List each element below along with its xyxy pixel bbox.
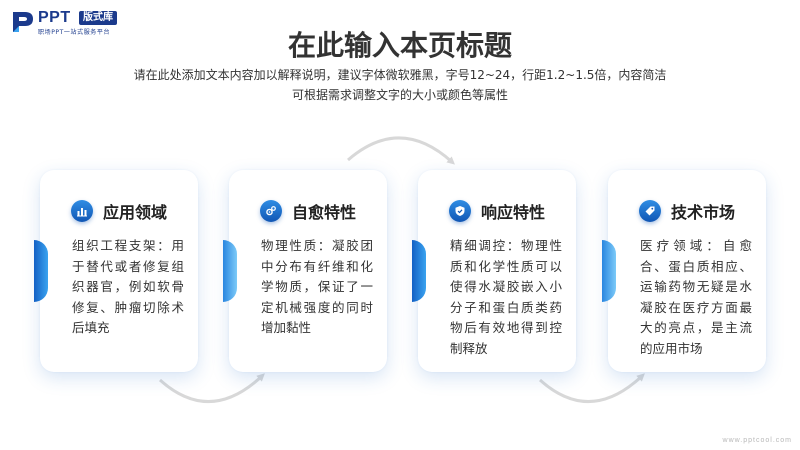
card-title: 响应特性	[480, 203, 545, 222]
card-side-tab	[34, 240, 48, 302]
card-body: 物理性质：凝胶团中分布有纤维和化学物质，保证了一定机械强度的同时增加黏性	[261, 238, 373, 335]
brand-name: PPT	[38, 9, 71, 26]
tag-icon	[638, 200, 661, 222]
card-application: 应用领域 组织工程支架：用于替代或者修复组织器官，例如软骨修复、肿瘤切除术后填充	[40, 170, 198, 372]
card-side-tab	[223, 240, 237, 302]
footer-url: www.pptcool.com	[722, 437, 792, 444]
card-body: 精细调控：物理性质和化学性质可以使得水凝胶嵌入小分子和蛋白质类药物后有效地得到控…	[450, 238, 562, 356]
card-header: 响应特性	[418, 198, 576, 224]
card-market: 技术市场 医疗领域：自愈合、蛋白质相应、运输药物无疑是水凝胶在医疗方面最大的亮点…	[608, 170, 766, 372]
bar-chart-icon	[70, 200, 93, 222]
card-title: 技术市场	[670, 203, 735, 222]
card-body: 医疗领域：自愈合、蛋白质相应、运输药物无疑是水凝胶在医疗方面最大的亮点，是主流的…	[640, 238, 752, 356]
card-header: 应用领域	[40, 198, 198, 224]
arc-arrow-bottom-1	[158, 373, 265, 403]
card-body: 组织工程支架：用于替代或者修复组织器官，例如软骨修复、肿瘤切除术后填充	[72, 238, 184, 335]
card-self-healing: 自愈特性 物理性质：凝胶团中分布有纤维和化学物质，保证了一定机械强度的同时增加黏…	[229, 170, 387, 372]
gears-icon	[259, 200, 282, 222]
page-title: 在此输入本页标题	[287, 29, 512, 62]
card-header: 技术市场	[608, 198, 766, 224]
card-header: 自愈特性	[229, 198, 387, 224]
page-subtitle-line2: 可根据需求调整文字的大小或颜色等属性	[291, 88, 508, 102]
brand-badge: 版式库	[79, 11, 117, 25]
page-subtitle-line1: 请在此处添加文本内容加以解释说明，建议字体微软雅黑，字号12~24，行距1.2~…	[133, 68, 667, 82]
arc-arrow-top	[347, 136, 455, 165]
card-title: 应用领域	[102, 203, 167, 222]
card-title: 自愈特性	[291, 203, 356, 222]
logo-mark-icon	[13, 12, 33, 32]
card-responsive: 响应特性 精细调控：物理性质和化学性质可以使得水凝胶嵌入小分子和蛋白质类药物后有…	[418, 170, 576, 372]
card-side-tab	[602, 240, 616, 302]
arc-arrow-bottom-2	[538, 373, 645, 403]
brand-tagline: 职场PPT一站式服务平台	[38, 29, 111, 36]
shield-icon	[448, 200, 471, 222]
brand-logo: PPT 版式库 职场PPT一站式服务平台	[10, 9, 130, 36]
card-side-tab	[412, 240, 426, 302]
